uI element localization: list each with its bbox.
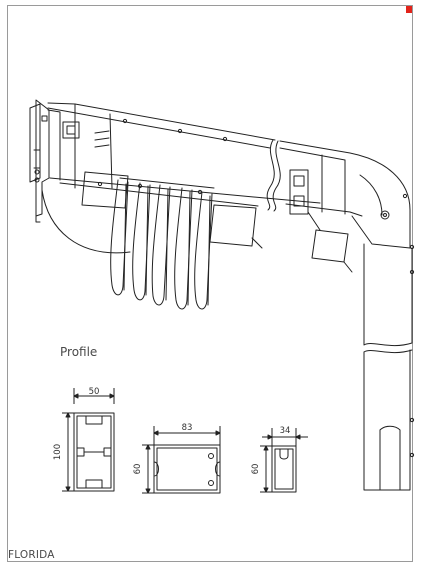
gripper-fingers bbox=[110, 177, 215, 310]
carriage-block-left bbox=[81, 171, 129, 209]
carriage-block-right bbox=[209, 204, 257, 247]
carriage-block-elbow bbox=[311, 229, 349, 263]
vertical-column bbox=[363, 243, 415, 491]
dim-width-1: 50 bbox=[89, 387, 100, 397]
dim-width-2: 83 bbox=[182, 423, 193, 433]
model-name: FLORIDA bbox=[8, 549, 55, 561]
profile-34x60 bbox=[260, 428, 308, 493]
profile-heading: Profile bbox=[60, 345, 98, 359]
elbow-joint bbox=[279, 140, 415, 250]
dim-height-1: 100 bbox=[53, 444, 63, 460]
main-beam bbox=[47, 102, 321, 207]
dim-width-3: 34 bbox=[280, 426, 291, 436]
wall-bracket bbox=[29, 99, 50, 223]
dim-height-2: 60 bbox=[133, 464, 143, 475]
profile-83x60 bbox=[142, 426, 221, 494]
swing-arc bbox=[41, 189, 131, 254]
profile-50x100 bbox=[62, 388, 115, 492]
profile-sections bbox=[62, 388, 308, 494]
corner-accent bbox=[406, 6, 412, 13]
dim-height-3: 60 bbox=[251, 464, 261, 475]
